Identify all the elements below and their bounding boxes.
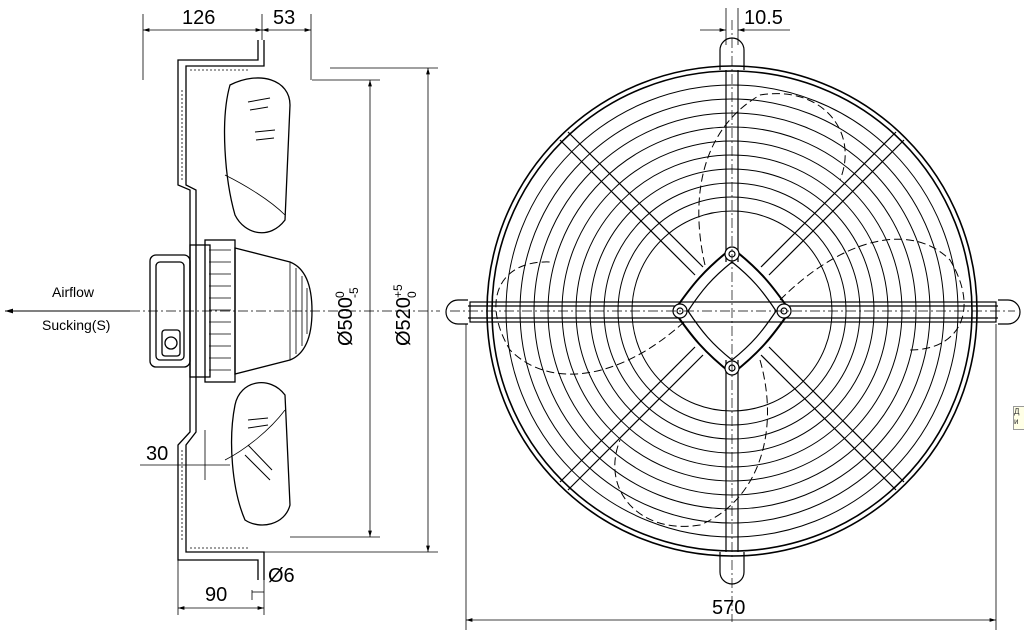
dim-520-tol-upper: +5	[391, 284, 405, 298]
side-note-line2: и	[1014, 417, 1019, 426]
sucking-label: Sucking(S)	[42, 317, 110, 333]
dim-500-tol-lower: -5	[347, 287, 361, 298]
airflow-label: Airflow	[52, 284, 95, 300]
dim-520: Ø520	[393, 297, 415, 346]
side-note-line1: Д	[1014, 407, 1020, 416]
dim-90: 90	[205, 584, 227, 606]
dim-126: 126	[182, 7, 215, 29]
dim-520-group: Ø520 +5 0	[391, 284, 419, 346]
dim-520-tol-lower: 0	[405, 291, 419, 298]
dim-6: Ø6	[268, 565, 295, 587]
front-view	[445, 8, 1021, 630]
side-view	[5, 14, 440, 615]
dim-53: 53	[273, 7, 295, 29]
dim-30: 30	[146, 443, 168, 465]
dim-500: Ø500	[335, 297, 357, 346]
side-note-tooltip: Д и	[1013, 406, 1024, 430]
dim-10-5: 10.5	[744, 7, 783, 29]
dim-570: 570	[712, 597, 745, 619]
dim-500-tol-upper: 0	[333, 291, 347, 298]
dim-500-group: Ø500 0 -5	[333, 287, 361, 346]
